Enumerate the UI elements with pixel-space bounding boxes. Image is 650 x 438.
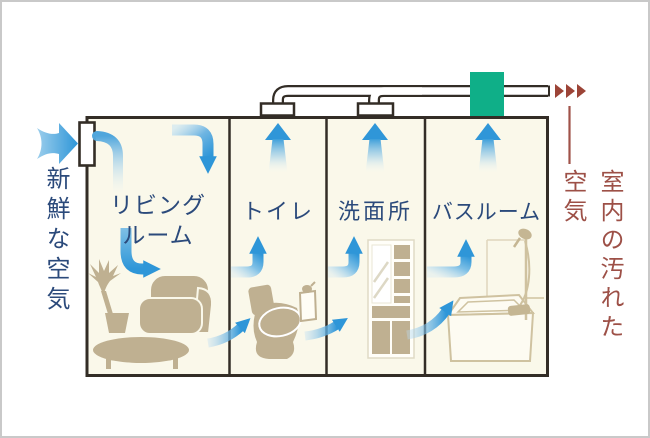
toilet-label: トイレ <box>241 199 314 224</box>
underdoor-airflow-arrow-2 <box>304 317 348 341</box>
washroom-label: 洗面所 <box>337 199 413 224</box>
shower-icon <box>507 228 544 320</box>
airflow-stream <box>92 131 123 200</box>
roof-vent-cap-toilet <box>259 102 296 117</box>
room-exhaust-arrow-bathroom <box>427 239 475 278</box>
room-exhaust-arrow-toilet <box>231 236 267 278</box>
fresh-air-label: 新鮮な空気 <box>42 166 69 316</box>
bathtub-icon <box>446 239 536 362</box>
l-turn-arrow <box>120 228 161 278</box>
curve-down-arrow <box>172 124 217 174</box>
living-room-label: リビング ルーム <box>110 192 206 248</box>
wall-vent <box>78 121 96 167</box>
exhaust-duct <box>272 85 550 110</box>
vanity-cabinet-icon <box>367 239 415 359</box>
dirty-air-label-line2: 空気 <box>559 169 586 227</box>
fresh-air-arrow <box>37 123 78 164</box>
toilet-paper-holder-icon <box>298 281 318 323</box>
underdoor-airflow-arrow-3 <box>406 300 454 340</box>
room-exhaust-arrow-washroom <box>328 236 363 278</box>
underdoor-airflow-arrow-1 <box>207 318 251 348</box>
coffee-table-icon <box>93 337 189 369</box>
exhaust-fan-unit <box>470 72 504 116</box>
bathroom-label: バスルーム <box>431 201 542 224</box>
exhaust-out-arrows <box>555 84 586 98</box>
plant-icon <box>88 259 129 333</box>
sofa-icon <box>138 274 214 335</box>
dirty-air-label-line1: 室内の汚れた <box>596 169 623 343</box>
roof-vent-cap-washroom <box>356 102 395 117</box>
